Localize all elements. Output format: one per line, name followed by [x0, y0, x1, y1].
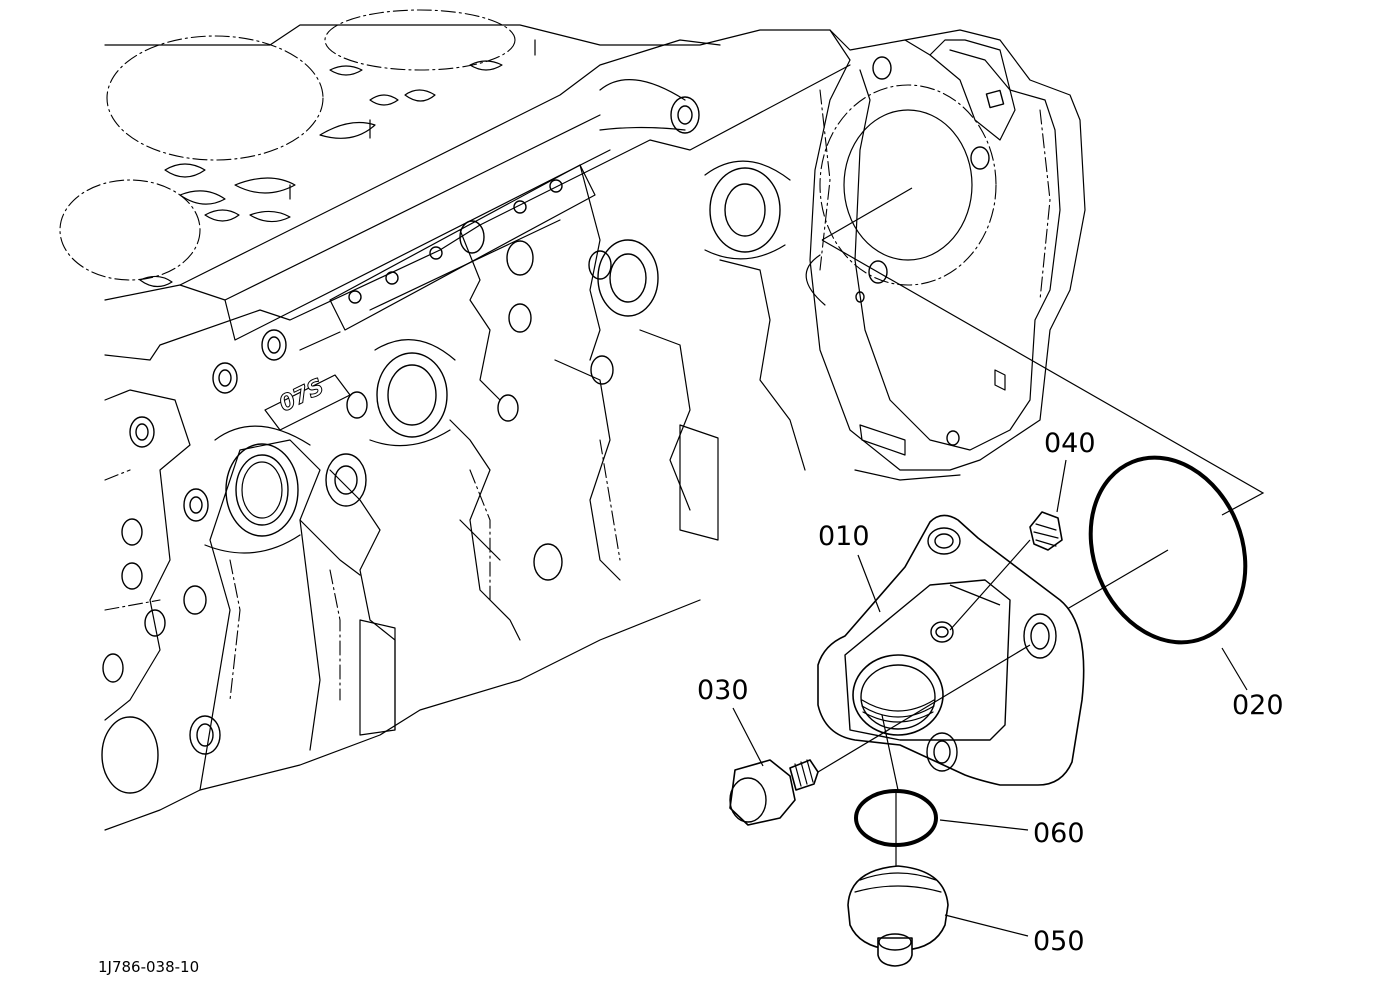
- thermostat-050: [847, 848, 949, 967]
- casting-mark: 07S: [275, 374, 328, 417]
- o-ring-020: [1061, 455, 1248, 645]
- o-ring-060: [854, 789, 938, 848]
- callout-020: 020: [1232, 690, 1284, 721]
- callout-060: 060: [1033, 818, 1085, 849]
- callout-040: 040: [1044, 428, 1096, 459]
- callout-030: 030: [697, 675, 749, 706]
- thermostat-cover-010: [817, 514, 1085, 791]
- engine-block: 07S: [59, 9, 1265, 831]
- callout-leaders: [732, 459, 1248, 937]
- figure-number: 1J786-038-10: [98, 958, 199, 976]
- plug-040: [949, 511, 1063, 631]
- bolt-030: [729, 644, 1031, 826]
- callout-050: 050: [1033, 926, 1085, 957]
- callout-010: 010: [818, 521, 870, 552]
